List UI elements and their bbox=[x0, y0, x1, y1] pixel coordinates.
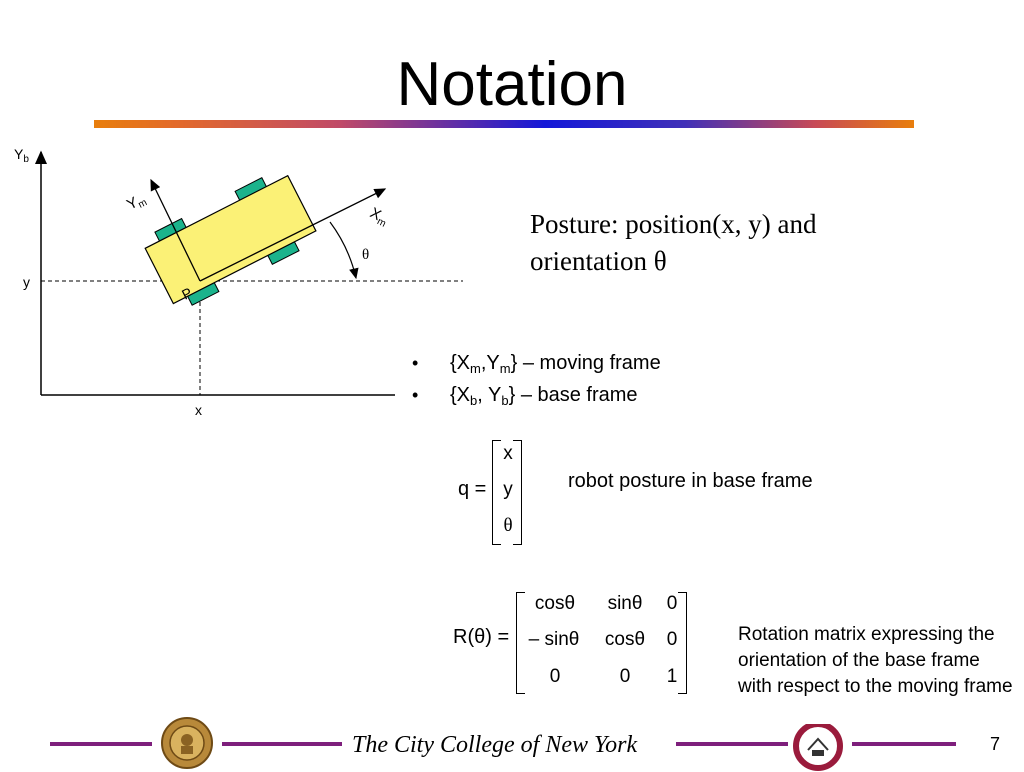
r-cell-2-2: 1 bbox=[666, 666, 678, 687]
r-cell-0-0: cosθ bbox=[534, 593, 576, 614]
r-cell-0-2: 0 bbox=[666, 593, 678, 614]
xm-axis bbox=[199, 188, 387, 282]
r-cell-2-0: 0 bbox=[549, 666, 561, 687]
footer-line-right bbox=[852, 742, 956, 746]
ym-label: Ym bbox=[124, 190, 149, 215]
robot-body bbox=[144, 174, 317, 306]
r-left-bracket bbox=[516, 592, 525, 694]
yb-label: Yb bbox=[14, 146, 29, 165]
q-entry-y: y bbox=[503, 479, 513, 500]
r-lhs: R(θ) = bbox=[453, 626, 510, 648]
r-cell-2-1: 0 bbox=[619, 666, 631, 687]
list-item: {Xb, Yb} – base frame bbox=[410, 382, 661, 414]
posture-line-1: Posture: position(x, y) and bbox=[530, 209, 817, 239]
footer-college-name: The City College of New York bbox=[352, 732, 638, 758]
theta-label: θ bbox=[362, 247, 369, 263]
frame-list: {Xm,Ym} – moving frame {Xb, Yb} – base f… bbox=[410, 350, 661, 414]
xm-label: Xm bbox=[366, 204, 391, 229]
q-entry-theta: θ bbox=[503, 515, 513, 536]
title-underline bbox=[94, 120, 914, 128]
slide-title: Notation bbox=[396, 50, 628, 119]
footer-line-mid-left bbox=[222, 742, 342, 746]
ym-axis bbox=[150, 178, 201, 282]
q-entry-x: x bbox=[503, 443, 513, 464]
page-number: 7 bbox=[990, 734, 1001, 754]
robot-frame-diagram: Yb Ym Xm θ y x P bbox=[14, 146, 463, 418]
r-cell-1-0: – sinθ bbox=[528, 629, 580, 650]
r-cell-1-2: 0 bbox=[666, 629, 678, 650]
y-label: y bbox=[23, 274, 30, 290]
college-logo-icon bbox=[793, 724, 843, 771]
q-right-bracket bbox=[513, 440, 522, 545]
list-item: {Xm,Ym} – moving frame bbox=[410, 350, 661, 382]
x-label: x bbox=[195, 402, 202, 418]
r-description: Rotation matrix expressing the orientati… bbox=[738, 624, 1013, 697]
footer-line-left bbox=[50, 742, 152, 746]
college-seal-icon bbox=[161, 717, 213, 769]
theta-arc bbox=[329, 221, 359, 280]
footer-line-mid-right bbox=[676, 742, 788, 746]
q-description: robot posture in base frame bbox=[568, 470, 813, 492]
posture-line-2: orientation θ bbox=[530, 246, 667, 276]
r-cell-0-1: sinθ bbox=[607, 593, 643, 614]
r-cell-1-1: cosθ bbox=[604, 629, 646, 650]
q-lhs: q = bbox=[458, 478, 487, 500]
posture-text: Posture: position(x, y) and orientation … bbox=[530, 206, 930, 280]
q-left-bracket bbox=[492, 440, 501, 545]
r-right-bracket bbox=[678, 592, 687, 694]
